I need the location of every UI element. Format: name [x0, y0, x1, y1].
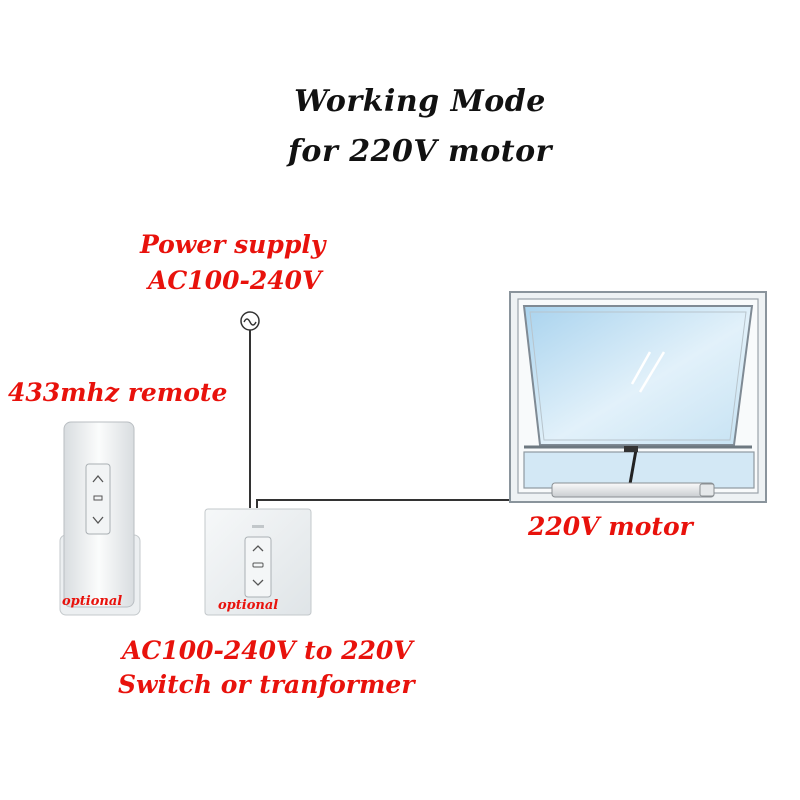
remote-control-icon	[59, 421, 141, 616]
remote-label: 433mhz remote	[8, 378, 228, 407]
ac-source-icon	[240, 311, 260, 331]
switch-label-line-1: AC100-240V to 220V	[122, 636, 413, 665]
window-icon	[509, 291, 767, 503]
linear-actuator-icon	[551, 446, 715, 498]
remote-optional-label: optional	[62, 594, 123, 609]
motor-label: 220V motor	[528, 512, 693, 541]
switch-label-line-2: Switch or tranformer	[118, 670, 415, 699]
power-supply-label: Power supply	[140, 230, 326, 259]
switch-to-motor-wire	[256, 499, 523, 508]
title-line-2: for 220V motor	[288, 134, 552, 169]
switch-optional-label: optional	[218, 598, 279, 613]
wires	[249, 330, 523, 508]
title-line-1: Working Mode	[294, 84, 546, 119]
wall-switch-icon	[204, 508, 312, 616]
power-supply-voltage-label: AC100-240V	[148, 266, 322, 295]
